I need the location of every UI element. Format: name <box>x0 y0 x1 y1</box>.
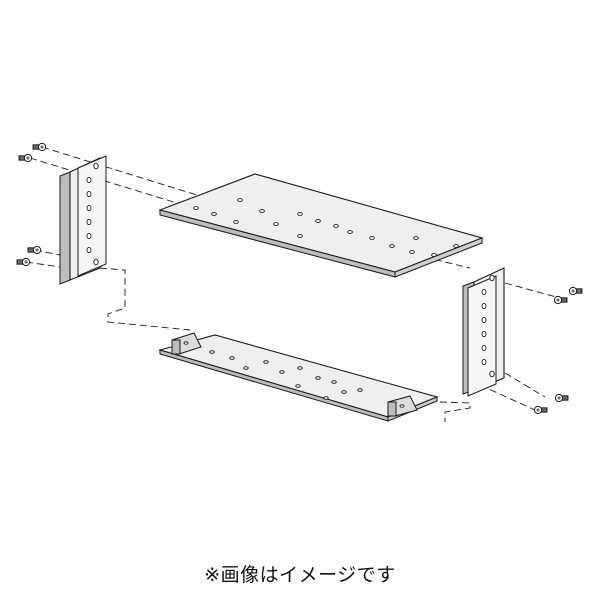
bottom-shelf-plate <box>157 332 439 422</box>
screw-icon <box>553 295 568 305</box>
top-shelf-plate <box>158 173 484 278</box>
left-rack-bracket <box>59 155 107 285</box>
screw-icon <box>16 257 31 267</box>
bottom-plate-right-hinge <box>387 395 418 417</box>
assembly-guide-lines <box>25 146 561 422</box>
screw-icon <box>568 286 583 296</box>
screw-icon <box>18 153 33 163</box>
screw-icon <box>27 245 42 255</box>
screw-icon <box>533 405 548 415</box>
screw-icon <box>554 393 569 403</box>
screw-icon <box>32 142 47 152</box>
image-disclaimer-caption: ※画像はイメージです <box>204 564 396 586</box>
bottom-plate-left-hinge <box>171 332 202 355</box>
right-rack-bracket <box>462 267 505 397</box>
